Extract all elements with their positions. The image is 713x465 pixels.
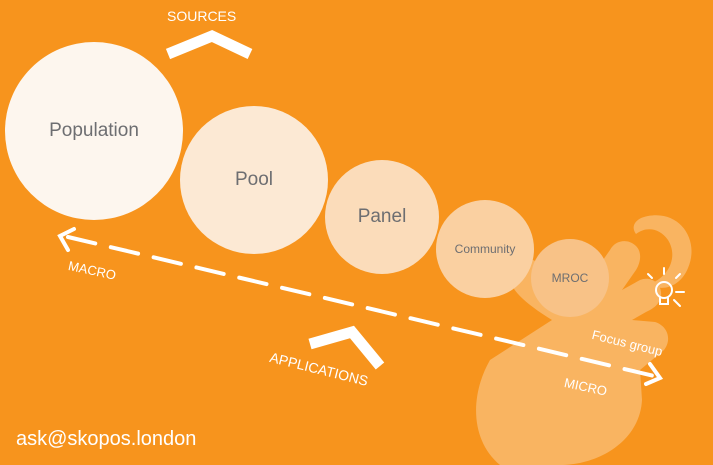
circle-community	[436, 200, 534, 298]
circle-label-panel: Panel	[357, 206, 407, 227]
circle-panel	[325, 160, 439, 274]
circle-label-community: Community	[454, 242, 516, 256]
circle-population	[5, 42, 183, 220]
circle-label-pool: Pool	[234, 169, 274, 190]
lightbulb-icon	[647, 267, 685, 307]
circle-label-mroc: MROC	[551, 271, 589, 285]
macro-micro-arrow	[57, 227, 664, 386]
hand-icon	[476, 215, 692, 465]
circle-mroc	[531, 239, 609, 317]
sources-label: SOURCES	[167, 8, 237, 24]
chevron-up-icon	[165, 29, 253, 60]
contact-email[interactable]: ask@skopos.london	[16, 428, 197, 450]
chevron-down-icon	[308, 325, 385, 370]
circle-pool	[180, 106, 328, 254]
circle-label-population: Population	[49, 120, 139, 141]
